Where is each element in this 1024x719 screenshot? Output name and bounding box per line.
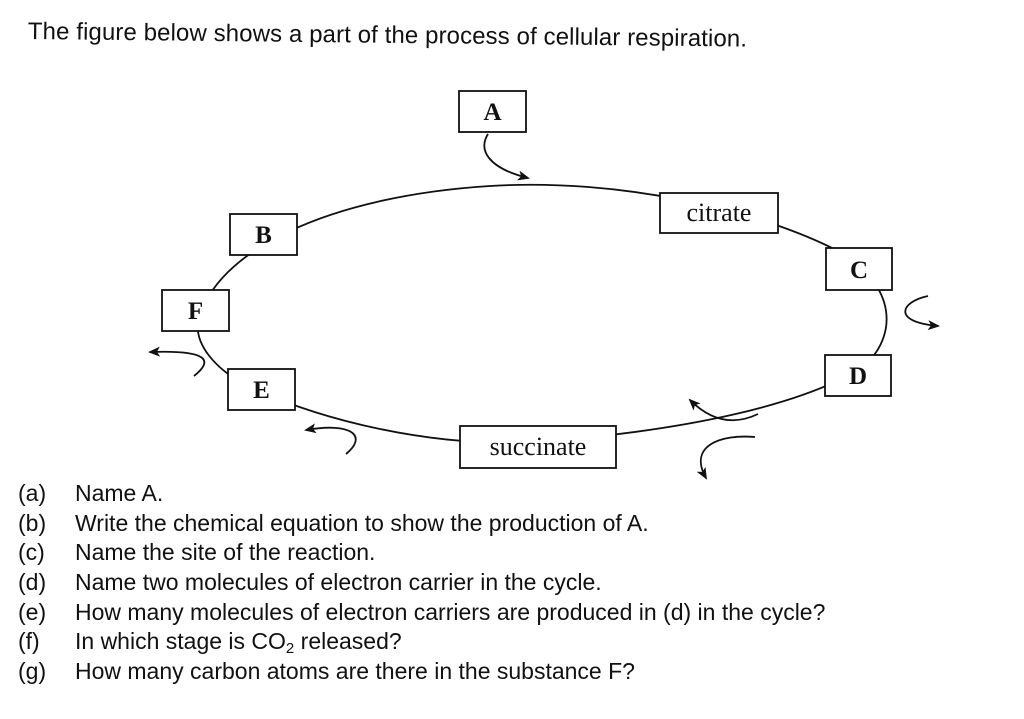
question-c: (c) Name the site of the reaction. (18, 537, 1018, 567)
box-succinate: succinate (459, 425, 617, 469)
label-e: E (253, 377, 270, 404)
question-f: (f) In which stage is CO2 released? (18, 626, 1018, 657)
box-a: A (458, 90, 527, 133)
arrow-c-output (904, 295, 940, 331)
question-letter: (a) (18, 480, 47, 506)
question-subscript: 2 (285, 640, 295, 658)
box-f: F (161, 289, 230, 332)
label-succinate: succinate (490, 432, 587, 461)
question-text: How many molecules of electron carriers … (75, 598, 826, 625)
box-citrate: citrate (659, 192, 779, 234)
question-g: (g) How many carbon atoms are there in t… (18, 656, 1018, 686)
arrow-succinate-output-lower (696, 435, 756, 480)
question-letter: (g) (18, 658, 47, 685)
question-text: Name the site of the reaction. (75, 539, 376, 566)
question-text-after: released? (294, 628, 402, 655)
question-letter: (d) (18, 569, 47, 596)
question-letter: (c) (18, 539, 45, 566)
question-letter: (e) (18, 598, 47, 625)
question-letter: (b) (18, 509, 47, 536)
box-b: B (229, 213, 298, 256)
question-text: Name two molecules of electron carrier i… (75, 569, 602, 596)
arrow-a-input (483, 133, 530, 181)
question-a: (a) Name A. (18, 478, 1018, 508)
label-citrate: citrate (687, 198, 752, 227)
box-e: E (227, 368, 296, 411)
label-c: C (850, 257, 868, 284)
cycle-loop (196, 183, 888, 444)
question-b: (b) Write the chemical equation to show … (18, 508, 1018, 538)
question-text: Write the chemical equation to show the … (75, 509, 649, 536)
question-e: (e) How many molecules of electron carri… (18, 597, 1018, 627)
box-c: C (825, 247, 893, 291)
question-list: (a) Name A. (b) Write the chemical equat… (18, 478, 1018, 686)
question-text: Name A. (75, 480, 164, 506)
arrow-e-output (304, 423, 357, 455)
label-f: F (188, 298, 203, 325)
box-d: D (824, 354, 892, 397)
label-a: A (483, 99, 501, 126)
question-d: (d) Name two molecules of electron carri… (18, 567, 1018, 597)
question-text-before: In which stage is CO (75, 628, 286, 655)
label-d: D (849, 363, 867, 390)
question-text: In which stage is CO2 released? (75, 626, 402, 664)
label-b: B (255, 222, 272, 249)
question-letter: (f) (18, 628, 40, 655)
arrow-d-output-upper (688, 398, 759, 422)
arrow-f-output (148, 346, 206, 377)
question-text: How many carbon atoms are there in the s… (75, 658, 635, 685)
